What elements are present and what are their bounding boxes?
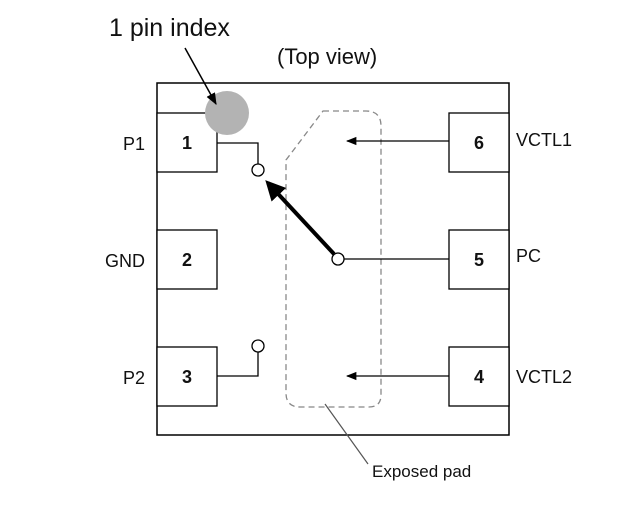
pin-1-number: 1 bbox=[182, 133, 192, 153]
pin-6-pad bbox=[448, 112, 510, 173]
pin-3-trace bbox=[217, 352, 259, 377]
pin-5-pad bbox=[448, 229, 510, 290]
pin-4-name: VCTL2 bbox=[516, 367, 572, 387]
exposed-pad-leader bbox=[324, 403, 369, 465]
pin-3-name: P2 bbox=[123, 368, 145, 388]
pin-6-number: 6 bbox=[474, 133, 484, 153]
pin-3-number: 3 bbox=[182, 367, 192, 387]
p2-contact bbox=[251, 339, 265, 353]
pin-2-name: GND bbox=[105, 251, 145, 271]
pin-index-label: 1 pin index bbox=[109, 14, 230, 42]
pin-2-number: 2 bbox=[182, 250, 192, 270]
pin-4-number: 4 bbox=[474, 367, 484, 387]
exposed-pad-outline bbox=[285, 110, 382, 408]
pin-5-number: 5 bbox=[474, 250, 484, 270]
pin-index-arrow bbox=[184, 47, 217, 106]
view-label: (Top view) bbox=[277, 44, 377, 69]
pc-contact bbox=[331, 252, 345, 266]
switch-arm bbox=[265, 180, 336, 256]
pin-1-trace bbox=[217, 142, 259, 164]
pin-2-pad bbox=[156, 229, 218, 290]
pin-1-name: P1 bbox=[123, 134, 145, 154]
p1-contact bbox=[251, 163, 265, 177]
pin-4-pad bbox=[448, 346, 510, 407]
exposed-pad-label: Exposed pad bbox=[372, 462, 471, 481]
pin-6-name: VCTL1 bbox=[516, 130, 572, 150]
pin-5-name: PC bbox=[516, 246, 541, 266]
